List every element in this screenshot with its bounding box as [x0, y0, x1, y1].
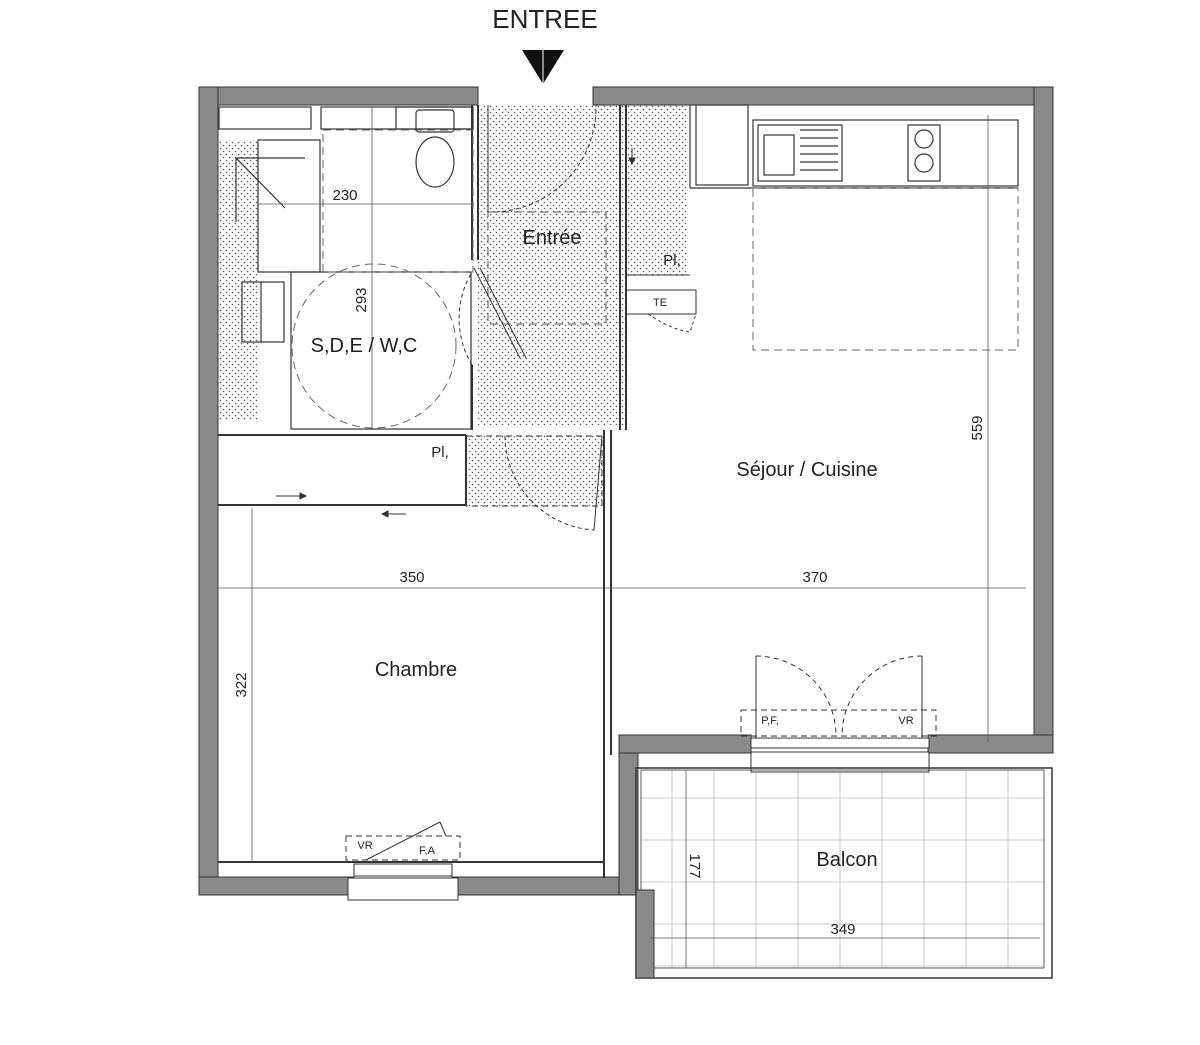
lower-placard	[276, 435, 603, 531]
chambre-depth-dimension: 322	[233, 672, 250, 697]
vr-chambre-label: VR	[357, 840, 372, 852]
kitchen-fixtures	[689, 104, 1019, 189]
balcony-outline	[635, 767, 1053, 979]
vr-sejour-label: VR	[898, 715, 913, 727]
placard-label-2: Pl,	[431, 444, 449, 461]
entrance-label: ENTREE	[492, 4, 597, 34]
walls	[198, 86, 1054, 896]
sde-depth-dimension: 293	[353, 287, 370, 312]
sde-dashed	[291, 129, 474, 429]
chambre-width-dimension: 350	[399, 569, 424, 586]
sejour-dimension-lines	[218, 115, 1026, 862]
tiled-zones	[219, 105, 688, 506]
pf-label: P,F,	[761, 715, 779, 727]
kitchen-dashed-zone	[752, 187, 1019, 351]
room-label-sde-wc: S,D,E / W,C	[311, 335, 418, 357]
entry-fixtures	[458, 104, 607, 366]
sejour-depth-dimension: 559	[969, 415, 986, 440]
room-label-chambre: Chambre	[375, 659, 457, 681]
sde-dimension-lines	[259, 107, 472, 430]
fa-label: F,A	[419, 845, 436, 857]
room-label-sejour: Séjour / Cuisine	[736, 459, 877, 481]
chambre-window	[345, 821, 461, 901]
placard-label-1: Pl,	[663, 252, 681, 269]
room-label-entree: Entrée	[523, 227, 582, 249]
balcon-width-dimension: 349	[830, 921, 855, 938]
sde-width-dimension: 230	[332, 187, 357, 204]
placard-te	[625, 148, 697, 333]
balcon-depth-dimension: 177	[686, 853, 703, 878]
sejour-width-dimension: 370	[802, 569, 827, 586]
balcony-dimension-lines	[650, 770, 1040, 968]
room-label-balcon: Balcon	[816, 849, 877, 871]
balcony-tiles	[641, 770, 1044, 968]
te-label: TE	[653, 297, 667, 309]
sejour-window	[740, 655, 937, 773]
